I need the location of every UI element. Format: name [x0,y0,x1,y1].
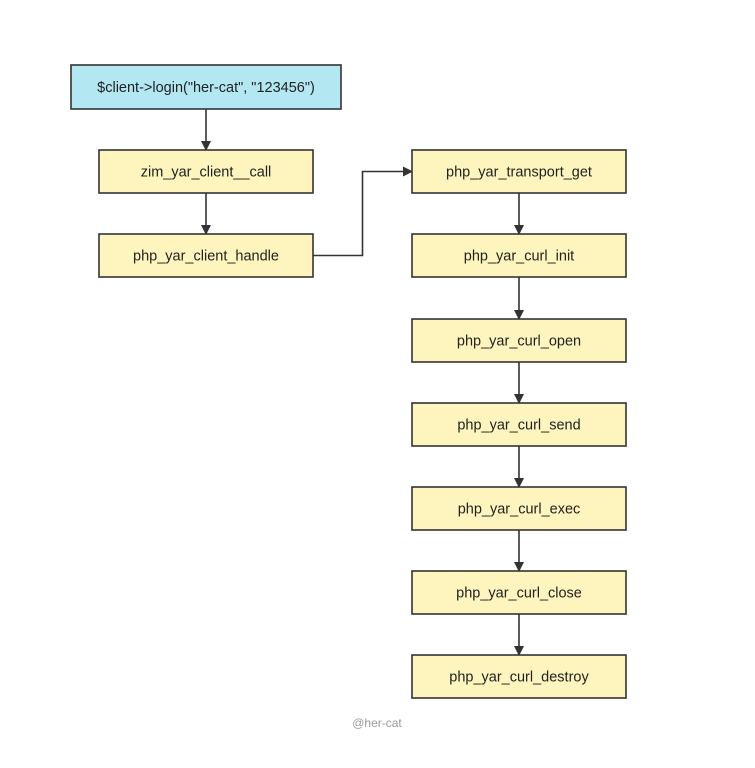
node-label: $client->login("her-cat", "123456") [97,80,315,96]
node-zim-call: zim_yar_client__call [98,149,314,194]
node-box [411,402,627,447]
node-transport-get: php_yar_transport_get [411,149,627,194]
node-curl-exec: php_yar_curl_exec [411,486,627,531]
node-entry: $client->login("her-cat", "123456") [70,64,342,110]
node-box [411,233,627,278]
node-label: php_yar_client_handle [133,249,279,265]
watermark-text: @her-cat [352,716,402,730]
node-client-handle: php_yar_client_handle [98,233,314,278]
node-box [411,654,627,699]
node-label: php_yar_curl_open [457,334,581,350]
node-box [98,233,314,278]
edge-client-handle-to-transport-get [313,166,413,257]
node-curl-destroy: php_yar_curl_destroy [411,654,627,699]
node-curl-close: php_yar_curl_close [411,570,627,615]
edges-layer [201,109,524,656]
node-curl-send: php_yar_curl_send [411,402,627,447]
node-label: php_yar_curl_exec [458,502,581,518]
nodes-layer: $client->login("her-cat", "123456") zim_y… [70,64,627,699]
node-label: zim_yar_client__call [141,165,272,181]
node-label: php_yar_transport_get [446,165,592,181]
node-box [411,486,627,531]
node-box [98,149,314,194]
node-curl-open: php_yar_curl_open [411,318,627,363]
node-label: php_yar_curl_destroy [449,670,589,686]
node-label: php_yar_curl_send [457,418,580,434]
node-curl-init: php_yar_curl_init [411,233,627,278]
node-box [411,570,627,615]
node-label: php_yar_curl_close [456,586,582,602]
node-box [411,318,627,363]
node-label: php_yar_curl_init [464,249,574,265]
node-box [411,149,627,194]
node-box [70,64,342,110]
